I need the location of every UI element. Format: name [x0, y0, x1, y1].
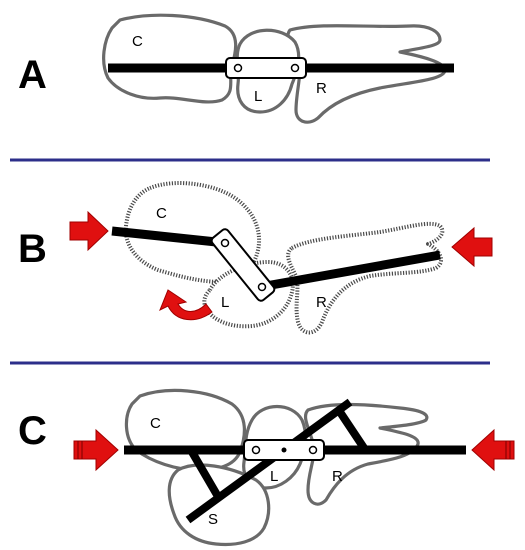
panel-c-strut-left: [188, 449, 224, 503]
panel-a: A C L R: [18, 13, 454, 124]
panel-b-rod-right: [259, 250, 441, 292]
panel-c-label-scaphoid: S: [208, 511, 218, 528]
panel-c-left-arrow-icon: [73, 428, 119, 472]
panel-b-right-arrow-icon: [451, 226, 493, 268]
panel-b-letter: B: [18, 227, 47, 271]
panel-c-right-arrow-icon: [471, 428, 515, 472]
panel-a-pin-left: [233, 63, 243, 73]
panel-a-pin-right: [290, 63, 300, 73]
panel-a-label-radius: R: [316, 80, 327, 97]
panel-c-label-lunate: L: [270, 468, 278, 485]
panel-c-pin-left: [251, 445, 261, 455]
panel-b-link-group: [210, 228, 276, 302]
panel-b-left-arrow-icon: [69, 210, 109, 252]
panel-c: C C L R S: [18, 388, 515, 547]
panel-b-label-capitate: C: [156, 205, 167, 222]
panel-a-label-capitate: C: [132, 33, 143, 50]
panel-b-rod-left: [111, 226, 227, 248]
panel-a-capitate-bone: [102, 13, 238, 104]
panel-c-pin-right: [308, 445, 318, 455]
panel-c-strut-right: [336, 409, 368, 451]
panel-b-label-lunate: L: [221, 294, 229, 311]
panel-c-label-radius: R: [332, 468, 343, 485]
panel-b-radius-bone: [286, 221, 445, 335]
panel-c-capitate-bone: [124, 388, 246, 472]
panel-a-radius-bone: [286, 24, 447, 124]
panel-c-pin-center: [281, 447, 287, 453]
panel-b-label-radius: R: [316, 294, 327, 311]
panel-b-pin-top: [220, 238, 230, 248]
panel-c-label-capitate: C: [150, 415, 161, 432]
panel-c-letter: C: [18, 409, 47, 453]
panel-b-pin-bottom: [257, 282, 267, 292]
panel-a-letter: A: [18, 53, 47, 97]
panel-b-rotation-arrow-icon: [159, 289, 213, 321]
panel-b-link: [210, 228, 276, 302]
panel-a-label-lunate: L: [254, 88, 262, 105]
panel-a-link: [225, 57, 307, 79]
panel-b: B C L R: [18, 181, 493, 335]
panel-c-scaphoid-bone: [167, 463, 271, 547]
